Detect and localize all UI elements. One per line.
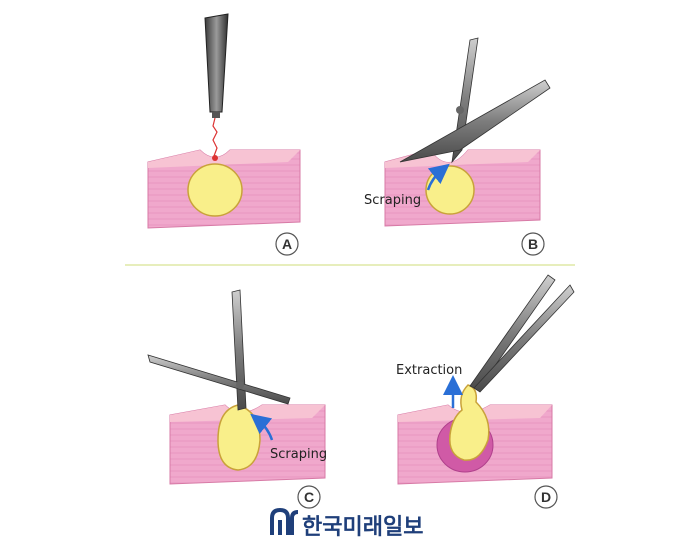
molluscum-body [425,165,475,215]
extracted-body [449,384,490,461]
watermark: 한국미래일보 [270,507,423,540]
scraping-arrow [426,163,450,191]
panel-letter-d: D [534,485,558,509]
molluscum-body [187,163,243,217]
panel-c: Scraping C [147,289,327,509]
watermark-logo-icon [270,507,299,535]
forceps [147,289,291,411]
svg-text:A: A [282,236,292,252]
panel-d: Extraction D [396,274,575,509]
forceps [399,37,551,164]
panel-letter-a: A [275,232,299,256]
scraping-label: Scraping [364,193,421,208]
scraping-arrow [250,413,274,441]
panel-letter-c: C [297,485,321,509]
panel-a: A [147,13,301,256]
svg-text:D: D [541,489,551,505]
extraction-label: Extraction [396,363,462,378]
svg-text:B: B [528,236,538,252]
cautery-probe [204,13,229,161]
forceps [469,274,575,393]
panel-letter-b: B [521,232,545,256]
molluscum-body [217,404,261,471]
scraping-label: Scraping [270,447,327,462]
panel-b: Scraping B [364,37,551,256]
svg-text:한국미래일보: 한국미래일보 [302,515,423,540]
svg-text:C: C [304,489,314,505]
